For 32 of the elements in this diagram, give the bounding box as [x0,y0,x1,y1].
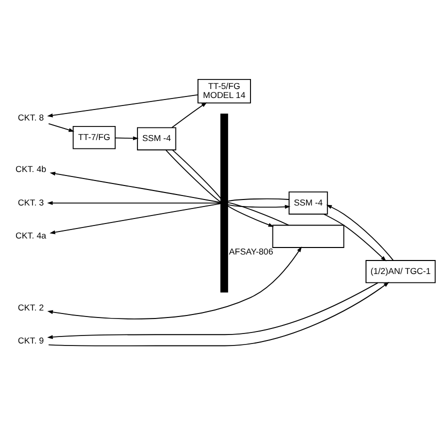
connector [227,198,290,202]
arrow [50,202,222,234]
node-box: TT-5/FG MODEL 14 [198,78,251,103]
arrow [326,204,394,260]
connector [165,149,222,202]
arrow [50,171,222,202]
node-box: SSM -4 [288,190,328,214]
node-text: CKT. 4a [16,230,46,240]
node-text: CKT. 8 [18,112,44,122]
connector [227,202,290,226]
node-text: CKT. 9 [18,335,44,346]
arrow [172,102,208,128]
node-text: CKT. 4b [16,163,46,174]
connector [172,148,222,198]
arrow [47,200,222,204]
node-box: (1/2)AN/ TGC-1 [366,260,436,283]
arrow [47,282,378,338]
node-bar [220,113,228,292]
arrow [324,213,386,261]
node-text: CKT. 3 [18,196,44,207]
arrow [47,246,302,319]
node-box: SSM -4 [136,126,176,150]
arrow [227,204,274,226]
arrow [47,94,198,117]
arrow [48,122,74,132]
arrow [114,136,139,140]
node-box [272,224,344,248]
node-text: CKT. 2 [18,302,44,312]
arrow [227,204,290,208]
node-label: AFSAY-806 [229,246,274,256]
arrow [48,281,390,346]
node-box: TT-7/FG [72,125,116,149]
